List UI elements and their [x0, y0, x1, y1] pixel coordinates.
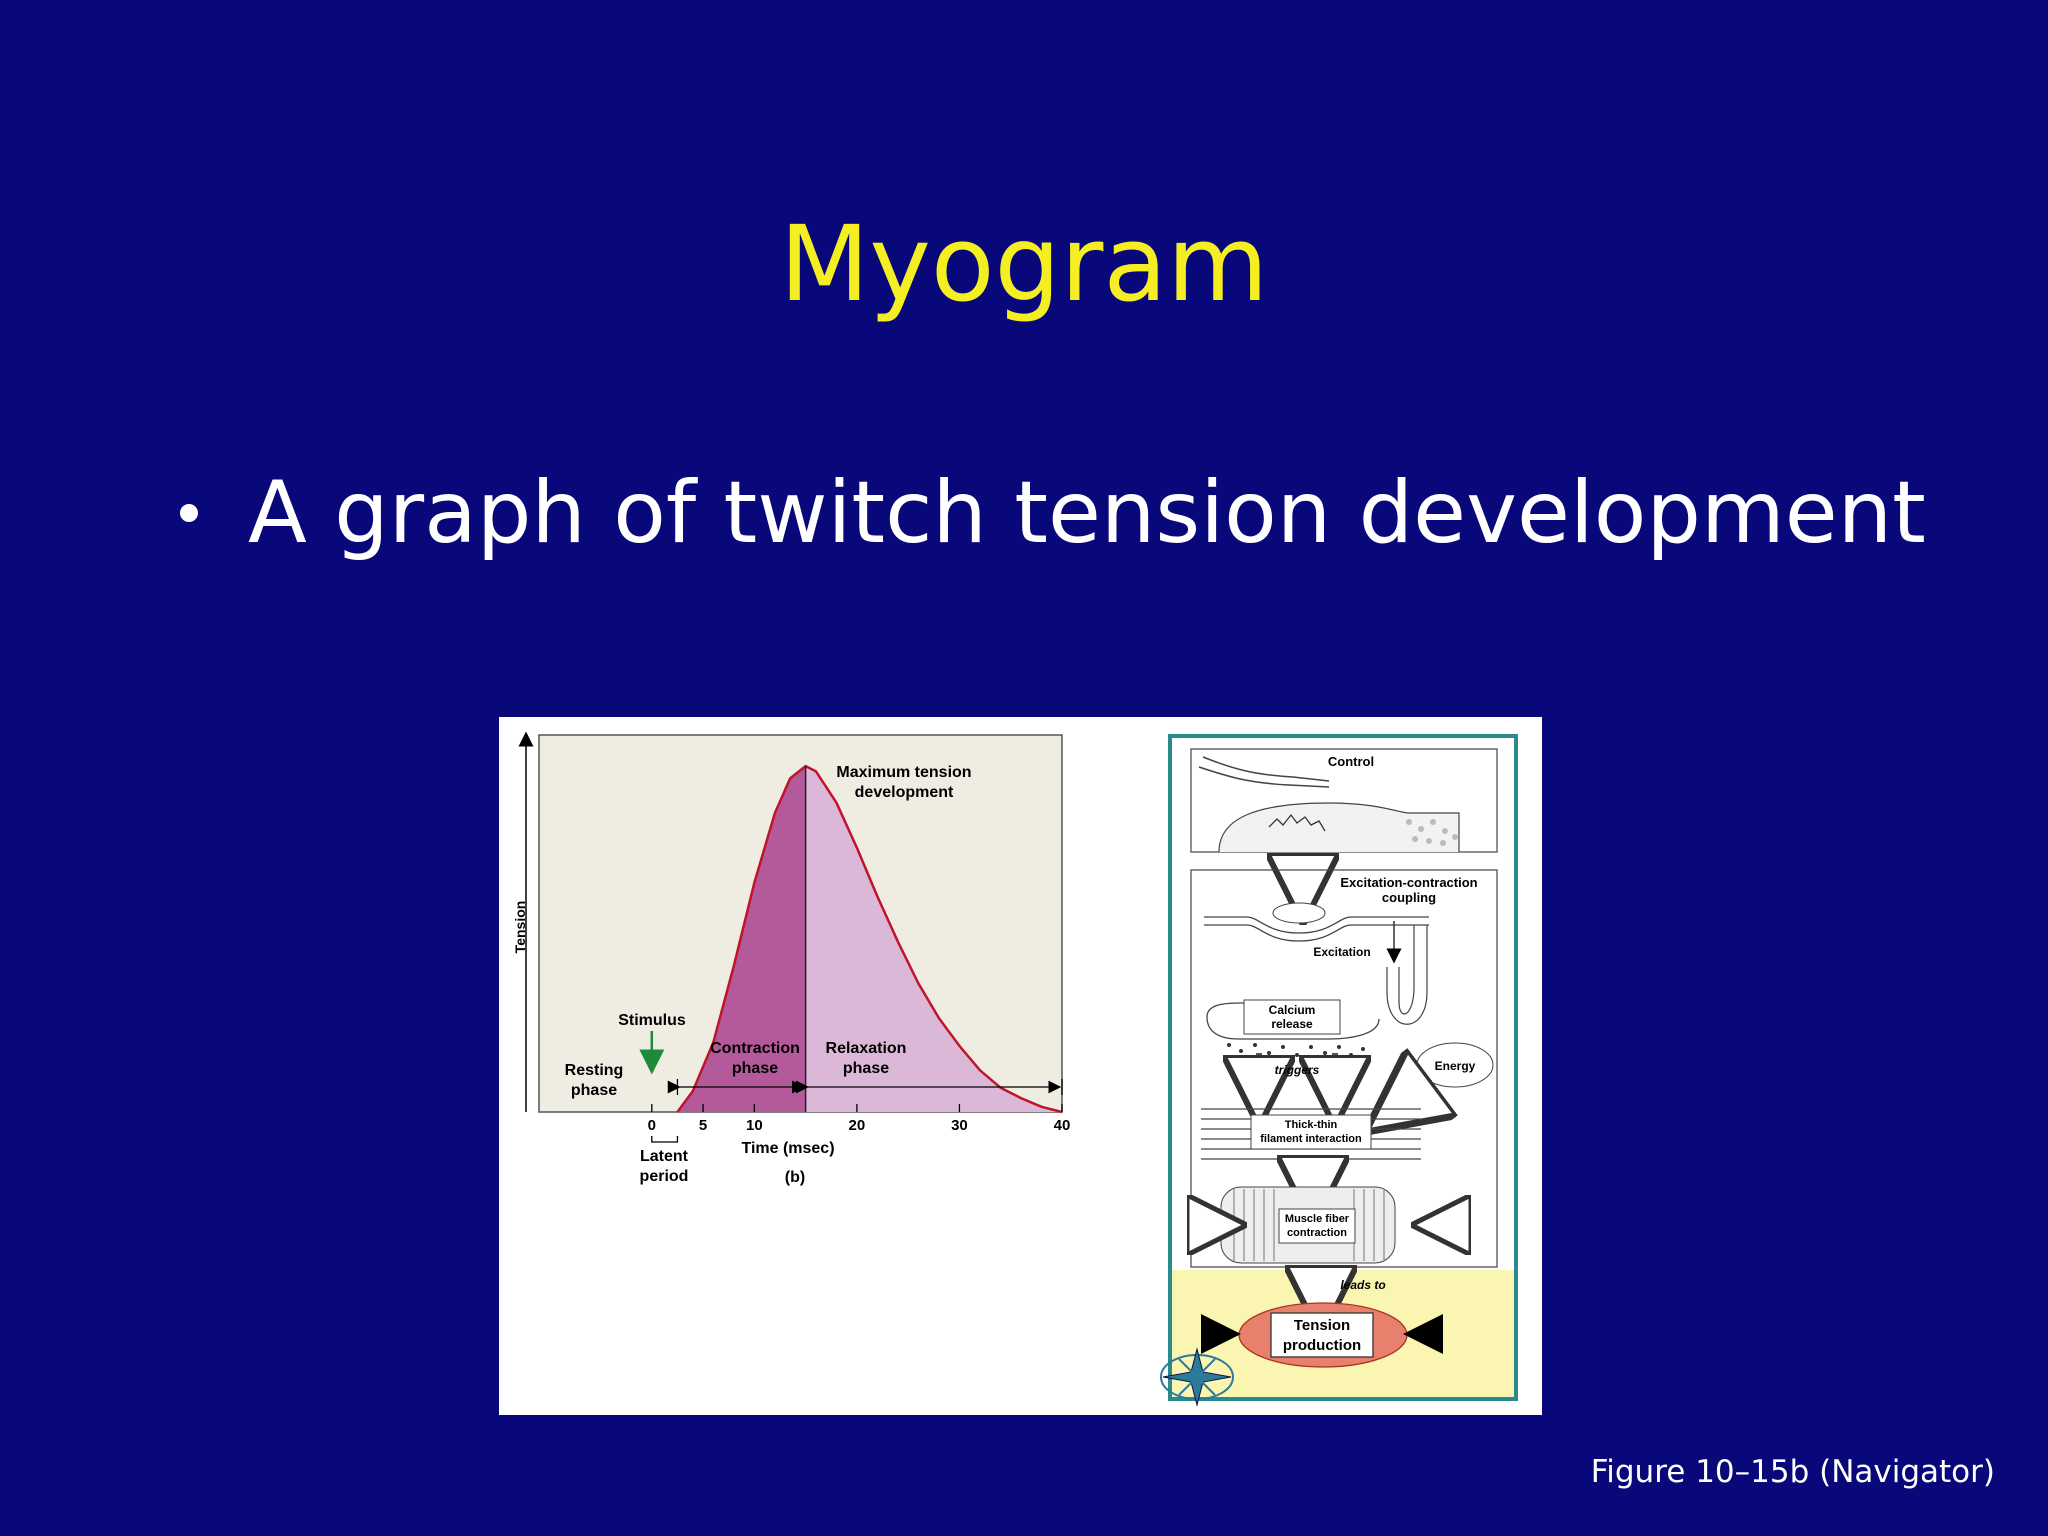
calcium-box [1243, 999, 1341, 1035]
fiber-box [1278, 1208, 1356, 1244]
fiber-label-1: Muscle fiber [1285, 1213, 1350, 1225]
energy-arrow-icon [1399, 1083, 1431, 1107]
bullet-point: A graph of twitch tension development [180, 470, 1926, 556]
filament-label-1: Thick-thin [1285, 1119, 1338, 1131]
bullet-text: A graph of twitch tension development [248, 463, 1926, 563]
muscle-fiber-icon [1218, 802, 1460, 853]
myogram-figure: Tension 0 5 10 20 30 40 Time (msec) (b) Maxim… [499, 717, 1542, 1415]
y-axis-label: Tension [512, 901, 528, 954]
vesicle-icon [1272, 902, 1326, 924]
latent-label-1: Latent [640, 1148, 689, 1165]
filament-box [1250, 1114, 1372, 1150]
tension-label-2: production [1283, 1337, 1361, 1354]
x-tick-label-0: 0 [648, 1117, 656, 1134]
calcium-label-1: Calcium [1269, 1003, 1316, 1017]
fiber-label-2: contraction [1287, 1227, 1347, 1239]
contraction-label-2: phase [732, 1060, 778, 1077]
figure-canvas: Tension 0 5 10 20 30 40 Time (msec) (b) Maxim… [512, 731, 1518, 1407]
t-tubule-outline [1386, 925, 1428, 1025]
nerve-icon [1198, 766, 1330, 788]
relaxation-phase-area [805, 766, 1062, 1112]
nerve-outline [1202, 756, 1330, 782]
excitation-label: Excitation [1313, 945, 1370, 959]
resting-label-2: phase [571, 1082, 617, 1099]
bullet-dot-icon [180, 504, 198, 522]
x-tick-label-20: 20 [849, 1117, 866, 1134]
x-tick-label-10: 10 [746, 1117, 763, 1134]
x-tick-label-30: 30 [951, 1117, 968, 1134]
triggers-label: triggers [1275, 1063, 1320, 1077]
latent-period-bracket [651, 1136, 679, 1143]
control-label: Control [1328, 754, 1374, 769]
relaxation-label-2: phase [843, 1060, 889, 1077]
x-axis-label: Time (msec) [741, 1140, 834, 1157]
ec-coupling-label-1: Excitation-contraction [1340, 875, 1477, 890]
stimulus-label: Stimulus [618, 1012, 686, 1029]
max-tension-label-1: Maximum tension [836, 764, 971, 781]
navigator-diagram: Control Excitation-contraction coupling … [1160, 734, 1518, 1407]
contraction-label-1: Contraction [710, 1040, 800, 1057]
myogram-chart: Tension 0 5 10 20 30 40 Time (msec) (b) Maxim… [512, 731, 1071, 1186]
tension-label-1: Tension [1294, 1317, 1350, 1334]
leads-to-label: leads to [1340, 1278, 1385, 1292]
panel-label: (b) [785, 1169, 805, 1186]
compass-navigator-icon [1160, 1347, 1234, 1407]
resting-label-1: Resting [565, 1062, 624, 1079]
x-axis-ticks: 0 5 10 20 30 40 [648, 1104, 1071, 1134]
slide-title: Myogram [779, 203, 1269, 325]
membrane-icon [1204, 916, 1429, 934]
tension-box [1270, 1312, 1374, 1358]
figure-caption: Figure 10–15b (Navigator) [1590, 1454, 1995, 1490]
energy-label: Energy [1435, 1059, 1476, 1073]
x-tick-label-5: 5 [699, 1117, 707, 1134]
nerve-branch-icon [1268, 813, 1326, 832]
ec-coupling-label-2: coupling [1382, 890, 1436, 905]
calcium-label-2: release [1271, 1017, 1313, 1031]
sarcoplasmic-reticulum-icon [1206, 1002, 1380, 1040]
relaxation-label-1: Relaxation [826, 1040, 907, 1057]
x-tick-label-40: 40 [1054, 1117, 1071, 1134]
max-tension-label-2: development [855, 784, 954, 801]
membrane-outline [1204, 924, 1429, 942]
latent-label-2: period [640, 1168, 689, 1185]
t-tubule-icon [1398, 925, 1415, 1015]
filament-label-2: filament interaction [1260, 1133, 1362, 1145]
